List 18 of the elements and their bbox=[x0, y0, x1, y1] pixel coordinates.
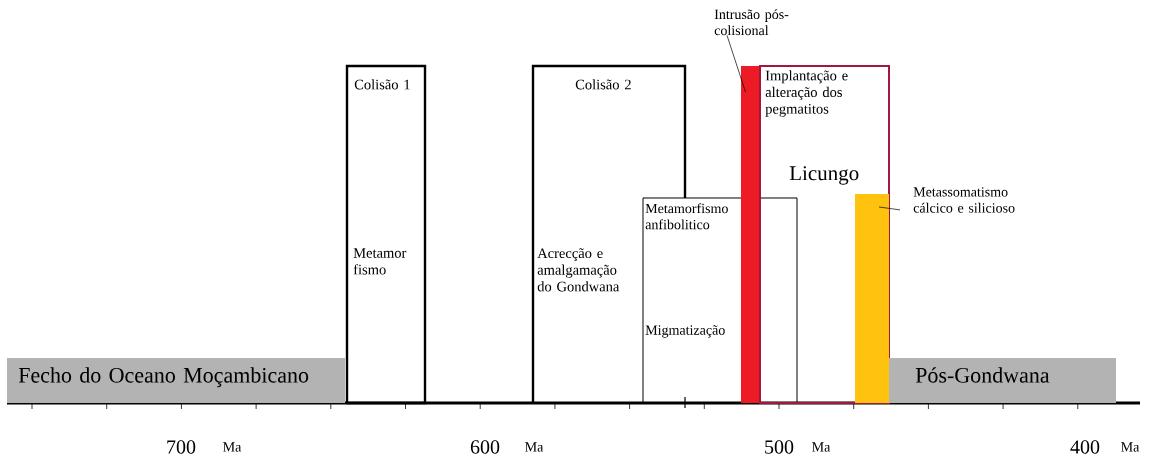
axis-label: 600 bbox=[470, 440, 500, 454]
time-band: Pós-Gondwana bbox=[889, 358, 1116, 403]
unit-label: Ma bbox=[812, 442, 831, 452]
unit-label: Ma bbox=[525, 442, 544, 452]
event-box: Colisão 1 Metamor fismo bbox=[345, 64, 427, 405]
event-box: Implantação e alteração dos pegmatitos Licungo bbox=[759, 65, 890, 404]
leader-line bbox=[726, 35, 746, 93]
unit-label: Ma bbox=[1121, 442, 1140, 452]
event-box: Metamorfismo anfibolitico Migmatização bbox=[642, 197, 798, 404]
event-bar bbox=[855, 194, 889, 403]
leader-line bbox=[878, 206, 901, 211]
axis-label: 500 bbox=[765, 440, 794, 454]
unit-label: Ma bbox=[223, 442, 242, 452]
axis-label: 700 bbox=[167, 440, 196, 454]
annotation-text: Metassomatismo cálcico e silicioso bbox=[913, 187, 1015, 213]
axis-label: 400 bbox=[1070, 440, 1100, 454]
time-band: Fecho do Oceano Moçambicano bbox=[7, 358, 345, 403]
annotation-text: Intrusão pós-colisional bbox=[714, 9, 789, 36]
